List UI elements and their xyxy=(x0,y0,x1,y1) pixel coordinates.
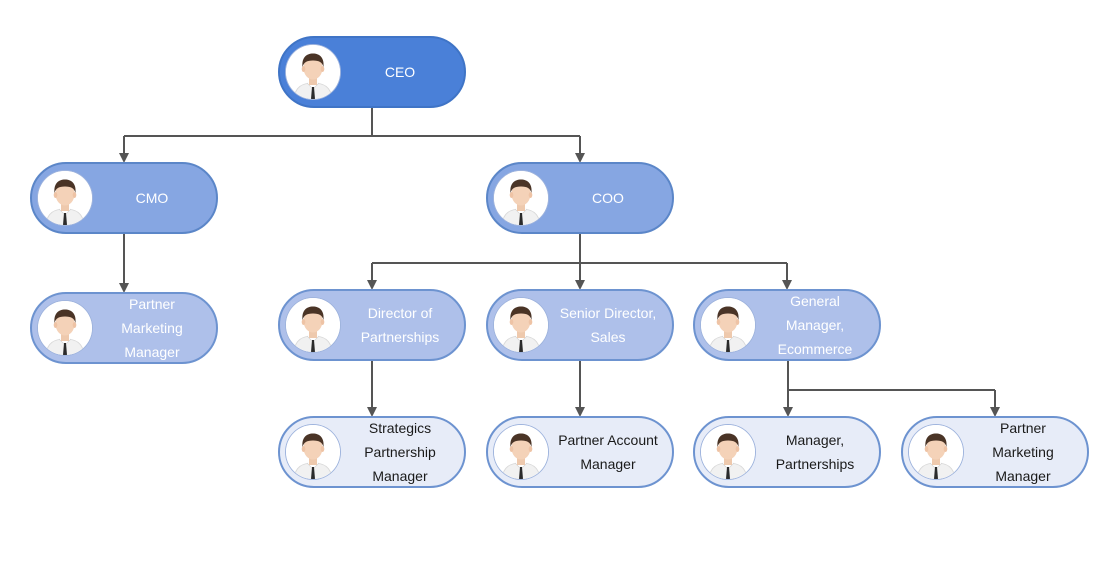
person-avatar-icon xyxy=(38,301,92,355)
person-avatar-icon xyxy=(494,425,548,479)
org-node-gme[interactable]: General Manager, Ecommerce xyxy=(693,289,881,361)
org-node-sds[interactable]: Senior Director, Sales xyxy=(486,289,674,361)
person-avatar-icon xyxy=(286,425,340,479)
person-avatar-icon xyxy=(494,171,548,225)
org-node-dop[interactable]: Director of Partnerships xyxy=(278,289,466,361)
org-node-title: Director of Partnerships xyxy=(360,305,440,345)
person-avatar-icon xyxy=(701,298,755,352)
org-node-title: Partner Marketing Manager xyxy=(121,296,183,360)
org-node-title: CMO xyxy=(135,190,169,206)
person-avatar-icon xyxy=(286,425,340,479)
org-node-title: COO xyxy=(592,190,624,206)
person-avatar-icon xyxy=(494,298,548,352)
person-avatar-icon xyxy=(909,425,963,479)
org-node-title: General Manager, Ecommerce xyxy=(777,293,853,357)
person-avatar-icon xyxy=(38,171,92,225)
person-avatar-icon xyxy=(701,425,755,479)
org-node-cmo[interactable]: CMO xyxy=(30,162,218,234)
person-avatar-icon xyxy=(494,298,548,352)
org-node-ceo[interactable]: CEO xyxy=(278,36,466,108)
person-avatar-icon xyxy=(701,425,755,479)
person-avatar-icon xyxy=(286,298,340,352)
org-node-title: Partner Marketing Manager xyxy=(992,420,1054,484)
person-avatar-icon xyxy=(286,45,340,99)
org-node-mp[interactable]: Manager, Partnerships xyxy=(693,416,881,488)
person-avatar-icon xyxy=(38,301,92,355)
org-node-pam[interactable]: Partner Account Manager xyxy=(486,416,674,488)
org-node-pmm2[interactable]: Partner Marketing Manager xyxy=(901,416,1089,488)
org-node-title: Partner Account Manager xyxy=(558,432,658,472)
person-avatar-icon xyxy=(286,45,340,99)
org-node-pmm1[interactable]: Partner Marketing Manager xyxy=(30,292,218,364)
person-avatar-icon xyxy=(701,298,755,352)
org-node-coo[interactable]: COO xyxy=(486,162,674,234)
org-node-title: Manager, Partnerships xyxy=(775,432,855,472)
org-node-title: Senior Director, Sales xyxy=(559,305,657,345)
org-node-title: Strategics Partnership Manager xyxy=(364,420,436,484)
org-node-spm[interactable]: Strategics Partnership Manager xyxy=(278,416,466,488)
person-avatar-icon xyxy=(494,171,548,225)
org-node-title: CEO xyxy=(384,64,416,80)
person-avatar-icon xyxy=(38,171,92,225)
person-avatar-icon xyxy=(909,425,963,479)
person-avatar-icon xyxy=(494,425,548,479)
person-avatar-icon xyxy=(286,298,340,352)
